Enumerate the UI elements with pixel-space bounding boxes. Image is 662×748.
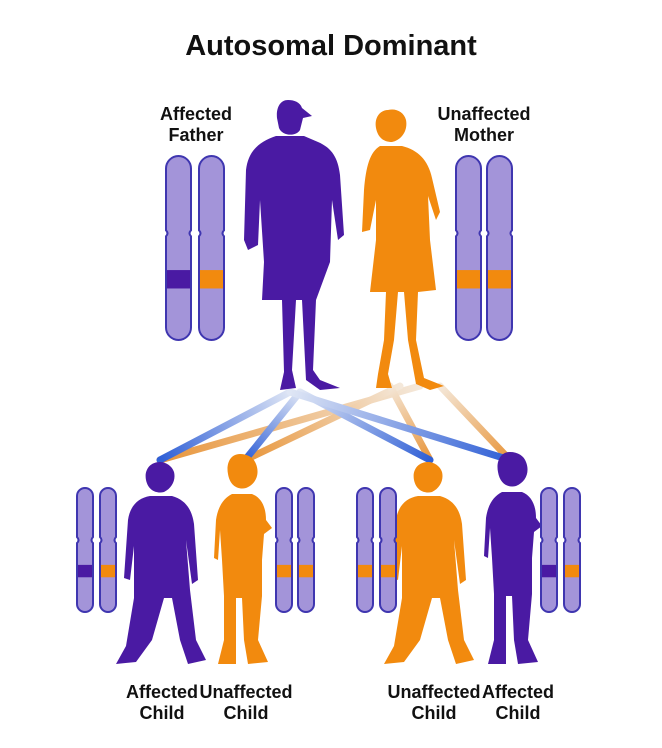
gene-band [101, 564, 115, 578]
mother-label: Unaffected Mother [414, 104, 554, 146]
line-father-child1 [156, 388, 294, 464]
line-mother-child3 [386, 382, 434, 464]
child3-figure [384, 462, 474, 664]
child2-chromosome-2 [297, 487, 315, 613]
child1-label-line2: Child [139, 703, 185, 723]
line-father-child4 [286, 388, 514, 464]
mother-chromosome-2 [486, 155, 513, 341]
child1-label-line1: Affected [125, 682, 198, 702]
gene-band [167, 270, 190, 289]
child3-label: Unaffected Child [364, 682, 504, 724]
child3-label-line2: Child [411, 703, 457, 723]
child3-label-line1: Unaffected [387, 682, 481, 702]
child2-label-line1: Unaffected [199, 682, 293, 702]
boy-silhouette-icon [384, 462, 474, 664]
girl-silhouette-icon [214, 454, 272, 664]
child4-chromosome-1 [540, 487, 558, 613]
gene-band [277, 564, 291, 578]
line-mother-child4 [436, 382, 514, 464]
inheritance-lines [156, 382, 514, 464]
child3-chromosome-2 [379, 487, 397, 613]
gene-band [358, 564, 372, 578]
mother-figure [362, 109, 444, 391]
child1-figure [116, 462, 206, 664]
child2-label-line2: Child [223, 703, 269, 723]
diagram-title: Autosomal Dominant [185, 30, 477, 62]
man-silhouette-icon [244, 100, 344, 390]
gene-band [200, 270, 223, 289]
child1-chromosome-1 [76, 487, 94, 613]
father-figure [244, 100, 344, 390]
child4-chromosome-2 [563, 487, 581, 613]
child2-chromosome-1 [275, 487, 293, 613]
line-mother-child2 [241, 382, 404, 464]
girl-silhouette-icon [484, 452, 542, 664]
gene-band [565, 564, 579, 578]
gene-band [299, 564, 313, 578]
child3-chromosome-1 [356, 487, 374, 613]
father-chromosome-1 [165, 155, 192, 341]
child2-figure [214, 454, 272, 664]
mother-chromosome-1 [455, 155, 482, 341]
child4-label-line2: Child [495, 703, 541, 723]
gene-band [78, 564, 92, 578]
father-label: Affected Father [126, 104, 266, 146]
woman-silhouette-icon [362, 109, 444, 391]
child4-label: Affected Child [448, 682, 588, 724]
gene-band [381, 564, 395, 578]
mother-label-line1: Unaffected [437, 104, 531, 124]
chromosomes [76, 155, 581, 613]
gene-band [542, 564, 556, 578]
father-label-line2: Father [168, 125, 224, 145]
line-father-child2 [241, 388, 304, 464]
mother-label-line2: Mother [454, 125, 514, 145]
child4-label-line1: Affected [481, 682, 554, 702]
gene-band [457, 270, 480, 289]
boy-silhouette-icon [116, 462, 206, 664]
child1-chromosome-2 [99, 487, 117, 613]
child1-label: Affected Child [92, 682, 232, 724]
father-label-line1: Affected [159, 104, 232, 124]
child4-figure [484, 452, 542, 664]
child2-label: Unaffected Child [176, 682, 316, 724]
gene-band [488, 270, 511, 289]
father-chromosome-2 [198, 155, 225, 341]
